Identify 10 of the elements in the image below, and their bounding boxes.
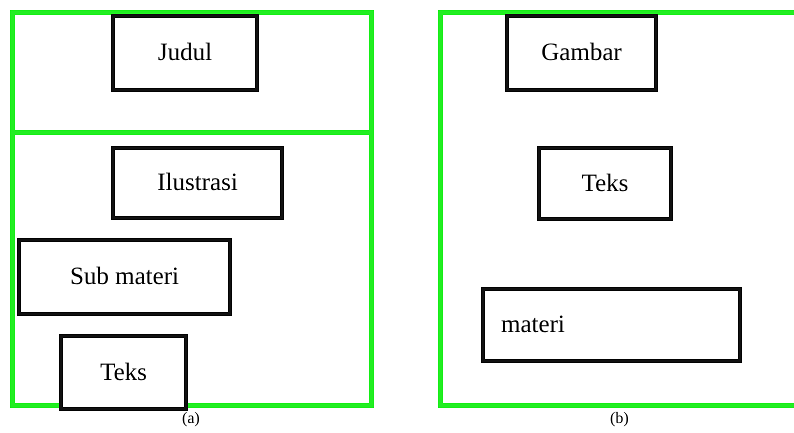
text-box: materi: [481, 287, 742, 363]
panel-frame: [10, 10, 374, 408]
text-box: Judul: [111, 14, 259, 92]
panel-caption: (a): [182, 410, 200, 428]
text-box: Ilustrasi: [111, 146, 284, 220]
text-box: Gambar: [505, 14, 658, 92]
text-box: Sub materi: [17, 238, 232, 316]
panel-frame: [438, 10, 794, 408]
text-box: Teks: [537, 146, 673, 221]
panel-caption: (b): [610, 410, 629, 428]
